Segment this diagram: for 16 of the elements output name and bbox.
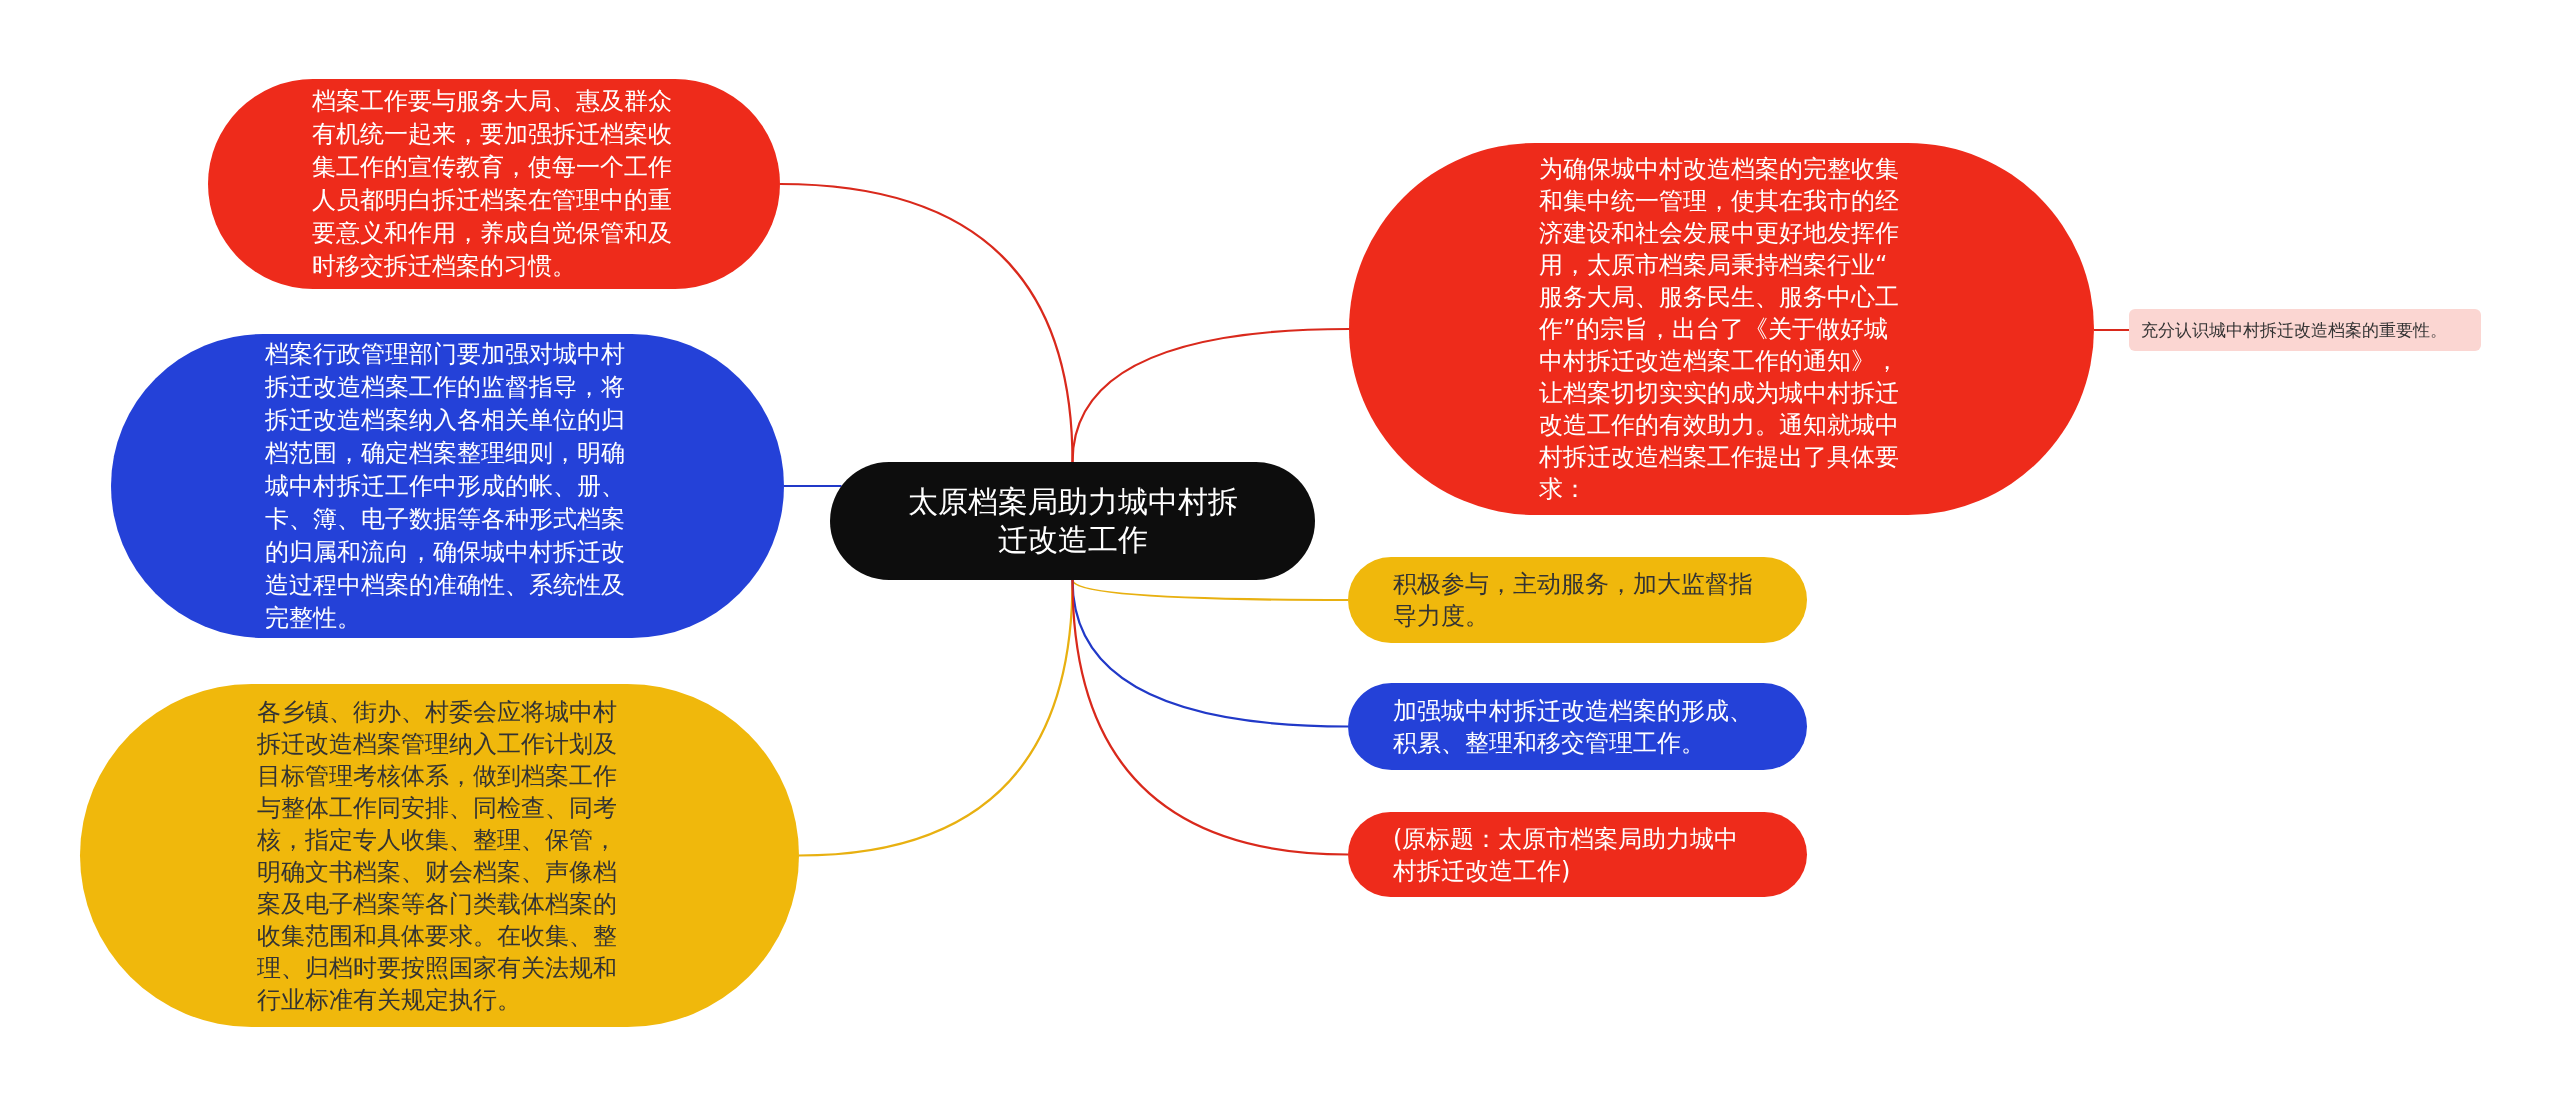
connector-line	[1071, 579, 1349, 856]
node-text: 各乡镇、街办、村委会应将城中村拆迁改造档案管理纳入工作计划及目标管理考核体系，做到档案工作与整体工作同安排、同检查、同考核，指定专人收集、整理、保管，明确文书档案、财会档案、声像档案及电子档案等各门类载体档案的收集范围和具体要求。在收集、整理、归档时要按照国家有关法规和行业标准有关规定执行。	[257, 696, 619, 1016]
node-text: 太原档案局助力城中村拆迁改造工作	[906, 483, 1239, 559]
connector-line	[784, 484, 842, 488]
node-text: 充分认识城中村拆迁改造档案的重要性。	[2141, 319, 2447, 341]
node-text: 积极参与，主动服务，加大监督指导力度。	[1393, 569, 1754, 632]
connector-line	[2094, 328, 2129, 332]
connector-line	[1071, 579, 1348, 602]
node-text: 加强城中村拆迁改造档案的形成、积累、整理和移交管理工作。	[1393, 695, 1754, 759]
connector-line	[779, 182, 1074, 463]
connector-line	[1071, 327, 1350, 463]
subtopic-tag	[2129, 309, 2481, 351]
node-text: (原标题：太原市档案局助力城中村拆迁改造工作)	[1393, 823, 1740, 887]
node-text: 为确保城中村改造档案的完整收集和集中统一管理，使其在我市的经济建设和社会发展中更好地发挥作用，太原市档案局秉持档案行业“服务大局、服务民生、服务中心工作”的宗旨，出台了《关于做好城中村拆迁改造档案工作的通知》，让档案切切实实的成为城中村拆迁改造工作的有效助力。通知就城中村拆迁改造档案工作提出了具体要求：	[1539, 154, 1901, 505]
node-text: 档案工作要与服务大局、惠及群众有机统一起来，要加强拆迁档案收集工作的宣传教育，使每一个工作人员都明白拆迁档案在管理中的重要意义和作用，养成自觉保管和及时移交拆迁档案的习惯。	[311, 86, 673, 282]
node-text: 档案行政管理部门要加强对城中村拆迁改造档案工作的监督指导，将拆迁改造档案纳入各相关单位的归档范围，确定档案整理细则，明确城中村拆迁工作中形成的帐、册、卡、簿、电子数据等各种形式档案的归属和流向，确保城中村拆迁改造过程中档案的准确性、系统性及完整性。	[265, 338, 627, 634]
